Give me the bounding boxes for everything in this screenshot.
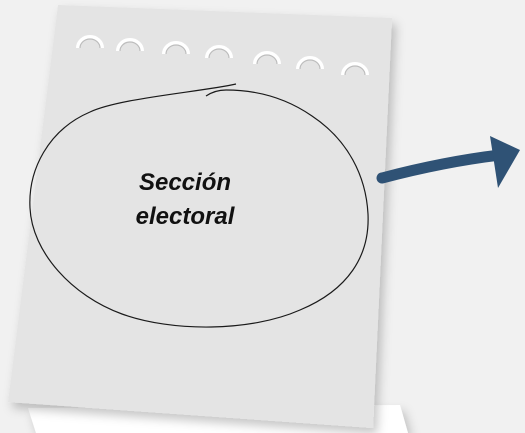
binder-ring-icon [76, 35, 104, 49]
note-label: Sección electoral [100, 166, 270, 234]
arrow-right-icon [376, 136, 520, 188]
note-label-line-1: Sección [138, 169, 232, 196]
binder-ring-icon [253, 51, 281, 65]
binder-ring-icon [116, 38, 144, 52]
note-label-line-2: electoral [135, 203, 235, 230]
hand-drawn-outline [29, 83, 369, 328]
binder-rings [76, 35, 369, 76]
binder-ring-icon [341, 62, 369, 76]
binder-ring-icon [296, 56, 324, 70]
paper-sheet [8, 5, 392, 428]
binder-ring-icon [205, 45, 233, 59]
binder-ring-icon [162, 41, 190, 55]
